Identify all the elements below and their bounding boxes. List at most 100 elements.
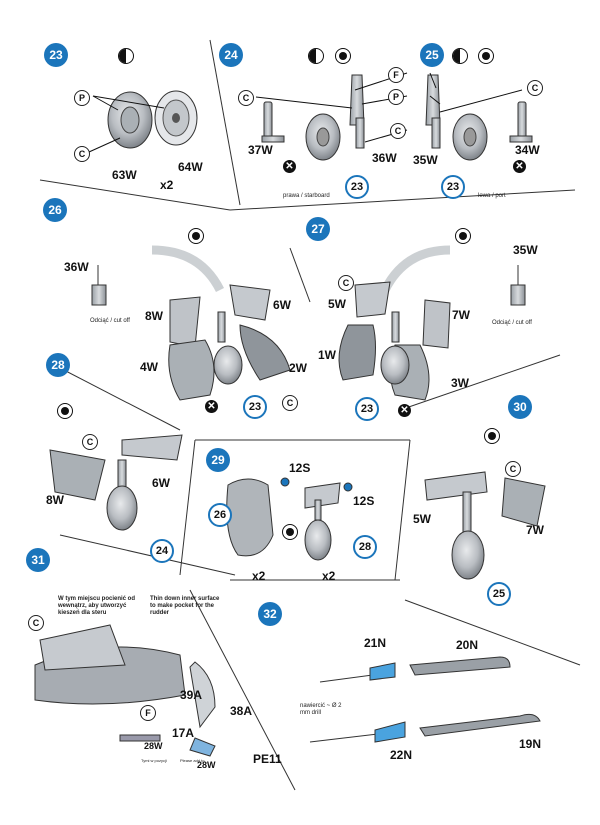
step30-assembly (424, 471, 546, 580)
quantity-label: x2 (160, 178, 174, 192)
part-label: 8W (145, 309, 163, 323)
step-badge-32: 32 (258, 602, 282, 626)
ref-step-28: 28 (353, 535, 377, 559)
part-label: 5W (328, 297, 346, 311)
side-note-starboard: prawa / starboard (283, 193, 330, 199)
callout-color-letter: C (74, 146, 90, 162)
step-badge-24: 24 (219, 43, 243, 67)
part-label: 35W (413, 153, 438, 167)
step24-25-struts (261, 74, 533, 149)
cut-off-note: Odciąć / cut off (90, 318, 130, 324)
drill-note: nawiercić ~ Ø 2 mm drill (300, 703, 342, 716)
part-label: 12S (289, 461, 311, 475)
part-label: 17A (172, 726, 195, 740)
part-label: 7W (526, 523, 544, 537)
ref-step-25: 25 (487, 582, 511, 606)
glue-symbol-icon (484, 428, 500, 444)
step31-tail (34, 624, 216, 757)
remove-mark-icon: ✕ (283, 160, 296, 173)
part-label: 36W (64, 260, 89, 274)
callout-color-letter: C (282, 395, 298, 411)
pe-note: Please add to (180, 758, 205, 763)
ref-step-23: 23 (345, 175, 369, 199)
part-label: 22N (390, 748, 413, 762)
callout-letter-f: F (388, 67, 404, 83)
step-badge-30: 30 (508, 395, 532, 419)
step23-wheels (88, 90, 198, 153)
step28-assembly (49, 434, 183, 531)
cut-off-note: Odciąć / cut off (492, 320, 532, 326)
callout-color-letter: C (505, 461, 521, 477)
part-label: 20N (456, 638, 479, 652)
glue-symbol-icon (57, 403, 73, 419)
part-label: 19N (519, 737, 542, 751)
step24-25-wheels (305, 113, 488, 161)
part-label: 34W (515, 143, 540, 157)
section-dividers (39, 39, 581, 791)
step29-assembly (226, 477, 353, 561)
step-badge-31: 31 (26, 548, 50, 572)
step32-exhausts (309, 656, 541, 743)
part-label: 37W (248, 143, 273, 157)
part-label: 21N (364, 636, 387, 650)
glue-symbol-icon (455, 228, 471, 244)
glue-symbol-icon (478, 48, 494, 64)
remove-mark-icon: ✕ (205, 400, 218, 413)
callout-color-letter: C (82, 434, 98, 450)
pocket-note-pl: W tym miejscu pocienić od wewnątrz, aby … (58, 596, 136, 616)
part-label: 28W (197, 760, 216, 770)
quantity-label: x2 (322, 569, 336, 583)
part-label: 12S (353, 494, 375, 508)
pe-note: Tymi w pozycji (141, 758, 167, 763)
ref-step-23: 23 (243, 395, 267, 419)
callout-paint-letter: P (74, 90, 90, 106)
step27-assembly (338, 245, 526, 401)
callout-color-letter: C (238, 90, 254, 106)
part-label: 6W (273, 298, 291, 312)
part-label: 7W (452, 308, 470, 322)
step-badge-27: 27 (306, 217, 330, 241)
callout-color-letter: C (390, 123, 406, 139)
part-label: 4W (140, 360, 158, 374)
side-note-port: lewa / port (478, 193, 506, 199)
glue-symbol-icon (335, 48, 351, 64)
glue-symbol-icon (282, 524, 298, 540)
part-label: 35W (513, 243, 538, 257)
part-label: 39A (180, 688, 203, 702)
callout-paint-letter: P (388, 89, 404, 105)
remove-mark-icon: ✕ (398, 404, 411, 417)
paint-symbol-icon (118, 48, 134, 64)
step-badge-29: 29 (206, 448, 230, 472)
ref-step-26: 26 (208, 503, 232, 527)
part-label: 3W (451, 376, 469, 390)
part-label: 6W (152, 476, 170, 490)
part-label: 63W (112, 168, 137, 182)
pocket-note-en: Thin down inner surface to make pocket f… (150, 596, 220, 616)
step26-assembly (91, 245, 291, 401)
part-label: 28W (144, 741, 163, 751)
paint-symbol-icon (308, 48, 324, 64)
remove-mark-icon: ✕ (513, 160, 526, 173)
part-label: 2W (289, 361, 307, 375)
quantity-label: x2 (252, 569, 266, 583)
part-label: 36W (372, 151, 397, 165)
callout-color-letter: C (338, 275, 354, 291)
step-badge-23: 23 (44, 43, 68, 67)
ref-step-23: 23 (441, 175, 465, 199)
part-label: 64W (178, 160, 203, 174)
ref-step-23: 23 (355, 397, 379, 421)
part-label: 38A (230, 704, 253, 718)
part-label: PE11 (253, 752, 282, 766)
step-badge-26: 26 (43, 198, 67, 222)
callout-color-letter: C (527, 80, 543, 96)
callout-letter-f: F (140, 705, 156, 721)
step-badge-25: 25 (420, 43, 444, 67)
part-label: 5W (413, 512, 431, 526)
glue-symbol-icon (188, 228, 204, 244)
paint-symbol-icon (452, 48, 468, 64)
ref-step-24: 24 (150, 539, 174, 563)
callout-color-letter: C (28, 615, 44, 631)
step-badge-28: 28 (46, 353, 70, 377)
